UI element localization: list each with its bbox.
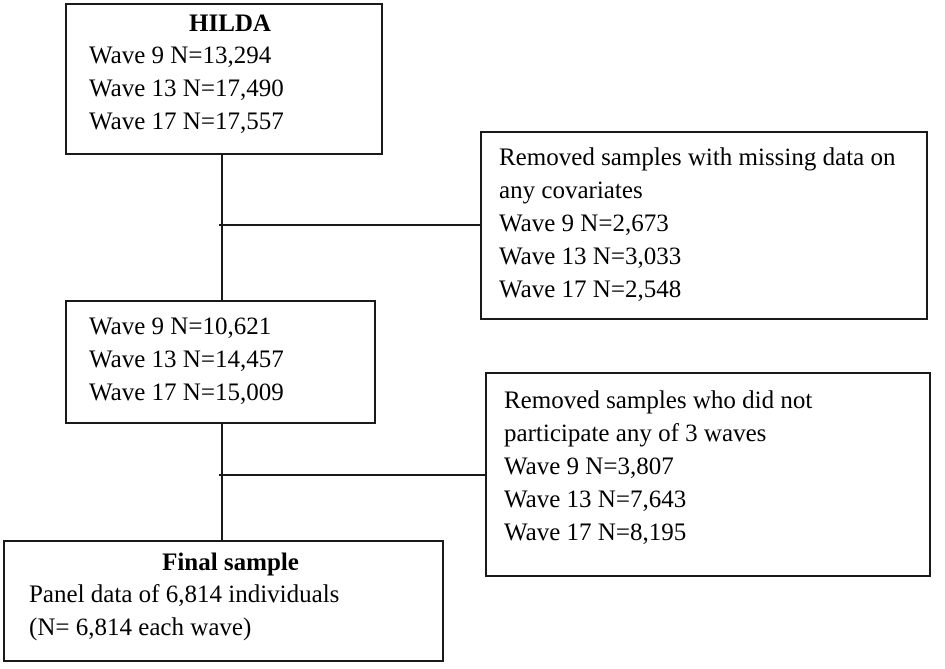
box-final-sample-title: Final sample [162, 549, 299, 576]
box-exclusion-nonparticipation-content: Removed samples who did not participate … [487, 384, 929, 549]
box-exclusion-missing-data-line-2: Wave 13 N=3,033 [499, 243, 682, 270]
box-source-content: HILDA Wave 9 N=13,294 Wave 13 N=17,490 W… [67, 9, 381, 138]
box-after-exclusion-1-content: Wave 9 N=10,621 Wave 13 N=14,457 Wave 17… [67, 310, 374, 409]
box-exclusion-nonparticipation-line-1: Wave 9 N=3,807 [504, 453, 674, 480]
connector-to-exclusion1-horizontal [219, 224, 482, 226]
box-after-exclusion-1-line-3: Wave 17 N=15,009 [89, 379, 284, 406]
box-source-line-3: Wave 17 N=17,557 [89, 108, 284, 135]
box-exclusion-nonparticipation-line-3: Wave 17 N=8,195 [504, 519, 687, 546]
box-source-sample: HILDA Wave 9 N=13,294 Wave 13 N=17,490 W… [65, 3, 383, 155]
box-exclusion-nonparticipation: Removed samples who did not participate … [485, 372, 931, 577]
box-source-title: HILDA [189, 10, 271, 37]
box-source-line-2: Wave 13 N=17,490 [89, 75, 284, 102]
box-final-sample-content: Final sample Panel data of 6,814 individ… [5, 548, 442, 644]
box-final-sample-line-1: Panel data of 6,814 individuals [29, 581, 340, 608]
box-exclusion-missing-data-line-1: Wave 9 N=2,673 [499, 210, 669, 237]
box-final-sample-line-2: (N= 6,814 each wave) [29, 614, 252, 641]
box-after-exclusion-1-line-2: Wave 13 N=14,457 [89, 346, 284, 373]
box-exclusion-missing-data: Removed samples with missing data on any… [480, 131, 928, 320]
box-exclusion-missing-data-content: Removed samples with missing data on any… [482, 141, 926, 306]
connector-to-exclusion2-horizontal [219, 474, 487, 476]
box-exclusion-nonparticipation-reason: Removed samples who did not participate … [504, 387, 813, 447]
connector-source-to-after1-vertical [221, 153, 223, 302]
box-final-sample: Final sample Panel data of 6,814 individ… [3, 540, 444, 662]
connector-after1-to-final-vertical [221, 422, 223, 542]
box-exclusion-nonparticipation-line-2: Wave 13 N=7,643 [504, 486, 687, 513]
box-after-exclusion-1-line-1: Wave 9 N=10,621 [89, 313, 272, 340]
box-exclusion-missing-data-line-3: Wave 17 N=2,548 [499, 276, 682, 303]
box-exclusion-missing-data-reason: Removed samples with missing data on any… [499, 144, 896, 204]
box-source-line-1: Wave 9 N=13,294 [89, 42, 272, 69]
box-after-exclusion-1: Wave 9 N=10,621 Wave 13 N=14,457 Wave 17… [65, 300, 376, 424]
